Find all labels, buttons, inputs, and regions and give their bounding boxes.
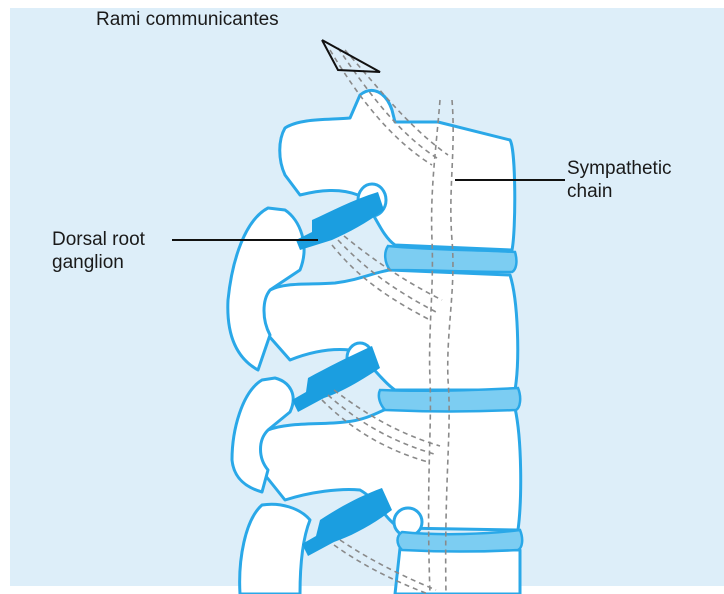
bottom-vertebra (395, 548, 520, 594)
label-rami-communicantes: Rami communicantes (96, 8, 279, 31)
disc-3 (398, 530, 523, 552)
label-sympathetic-chain: Sympathetic chain (567, 157, 672, 203)
label-dorsal-root-ganglion: Dorsal root ganglion (52, 228, 145, 274)
